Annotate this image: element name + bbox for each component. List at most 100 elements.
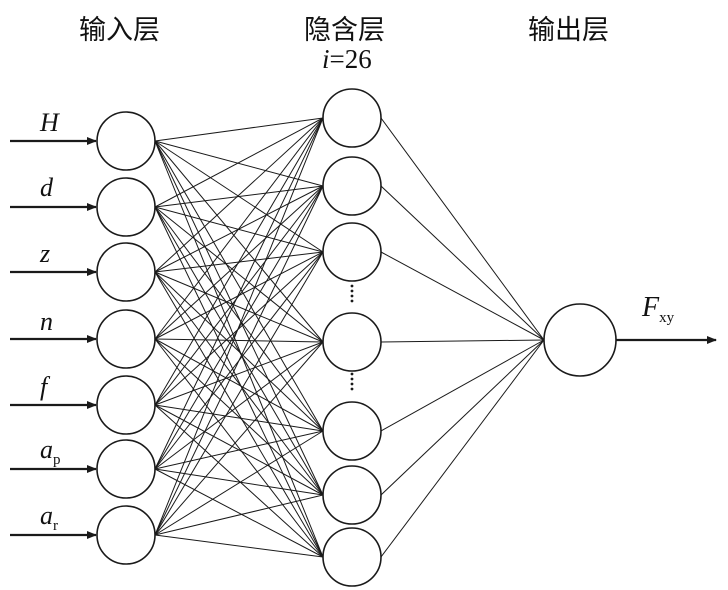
input-layer-title: 输入层 — [79, 15, 160, 46]
connection-input-7-hidden-4 — [154, 341, 324, 536]
connection-input-3-hidden-7 — [154, 271, 324, 558]
connection-input-5-hidden-5 — [154, 404, 324, 432]
connection-input-2-hidden-5 — [154, 206, 324, 432]
connection-input-6-hidden-1 — [154, 117, 324, 470]
connection-input-5-hidden-2 — [154, 185, 324, 406]
ellipsis-group — [350, 284, 354, 391]
input-label-6-subscript: p — [53, 452, 61, 468]
connection-input-4-hidden-2 — [154, 185, 324, 340]
connection-input-4-hidden-6 — [154, 338, 324, 496]
hidden-layer-title: 隐含层 — [304, 15, 385, 46]
connection-input-5-hidden-1 — [154, 117, 324, 406]
ellipsis-dot-1-3 — [350, 294, 354, 298]
ellipsis-dot-1-2 — [350, 289, 354, 293]
connection-input-1-hidden-2 — [154, 140, 324, 187]
hidden-neuron-7 — [322, 527, 382, 587]
output-label: Fxy — [641, 292, 675, 326]
input-label-1: H — [39, 108, 60, 137]
input-label-2: d — [40, 173, 54, 202]
input-label-5: f — [40, 372, 51, 401]
connection-input-6-hidden-6 — [154, 468, 324, 496]
input-label-1-base: H — [39, 108, 60, 137]
input-neuron-2 — [96, 177, 156, 237]
connection-hidden-7-output — [380, 339, 545, 558]
input-label-4: n — [40, 307, 53, 336]
connection-input-2-hidden-1 — [154, 117, 324, 208]
input-label-7-base: a — [40, 501, 53, 530]
connection-input-6-hidden-4 — [154, 341, 324, 470]
connection-input-5-hidden-4 — [154, 341, 324, 406]
connection-input-2-hidden-4 — [154, 206, 324, 343]
connection-input-4-hidden-7 — [154, 338, 324, 558]
hidden-neuron-1 — [322, 88, 382, 148]
connection-hidden-1-output — [380, 117, 545, 341]
connection-input-1-hidden-1 — [154, 117, 324, 142]
hidden-neuron-6 — [322, 465, 382, 525]
input-label-3-base: z — [39, 239, 50, 268]
connection-input-5-hidden-3 — [154, 251, 324, 406]
output-label-subscript: xy — [659, 310, 675, 326]
nodes — [96, 88, 617, 587]
connection-input-6-hidden-5 — [154, 430, 324, 470]
connection-input-2-hidden-7 — [154, 206, 324, 558]
input-label-5-base: f — [40, 372, 51, 401]
input-neuron-7 — [96, 505, 156, 565]
connection-input-4-hidden-4 — [154, 338, 324, 343]
output-neuron — [543, 303, 617, 377]
ellipsis-dot-1-1 — [350, 284, 354, 288]
connection-hidden-2-output — [380, 185, 545, 341]
input-label-6: ap — [40, 435, 61, 468]
hidden-neuron-4 — [322, 312, 382, 372]
connection-input-1-hidden-5 — [154, 140, 324, 432]
connection-input-7-hidden-6 — [154, 494, 324, 536]
connections — [154, 117, 545, 558]
connection-input-4-hidden-5 — [154, 338, 324, 432]
connection-input-3-hidden-4 — [154, 271, 324, 343]
output-label-base: F — [641, 292, 660, 323]
connection-hidden-5-output — [380, 339, 545, 432]
hidden-count-variable: i — [322, 44, 330, 74]
input-label-6-base: a — [40, 435, 53, 464]
hidden-neuron-2 — [322, 156, 382, 216]
input-label-4-base: n — [40, 307, 53, 336]
hidden-neuron-3 — [322, 222, 382, 282]
input-label-3: z — [39, 239, 50, 268]
input-neuron-4 — [96, 309, 156, 369]
hidden-count-value: =26 — [329, 44, 372, 74]
connection-input-1-hidden-7 — [154, 140, 324, 558]
input-neuron-5 — [96, 375, 156, 435]
connection-input-7-hidden-5 — [154, 430, 324, 536]
hidden-neuron-count: i=26 — [322, 44, 372, 75]
connection-input-7-hidden-1 — [154, 117, 324, 536]
arrows — [10, 137, 717, 539]
ellipsis-dot-2-4 — [350, 387, 354, 391]
hidden-neuron-5 — [322, 401, 382, 461]
connection-input-1-hidden-4 — [154, 140, 324, 343]
connection-input-3-hidden-1 — [154, 117, 324, 273]
input-neuron-3 — [96, 242, 156, 302]
connection-input-2-hidden-2 — [154, 185, 324, 208]
input-label-2-base: d — [40, 173, 54, 202]
connection-hidden-4-output — [380, 339, 545, 343]
connection-input-1-hidden-6 — [154, 140, 324, 496]
ellipsis-dot-2-1 — [350, 372, 354, 376]
input-neuron-6 — [96, 439, 156, 499]
connection-input-7-hidden-3 — [154, 251, 324, 536]
input-neuron-1 — [96, 111, 156, 171]
connection-input-5-hidden-7 — [154, 404, 324, 558]
ellipsis-dot-2-2 — [350, 377, 354, 381]
input-label-7-subscript: r — [53, 518, 58, 534]
output-layer-title: 输出层 — [528, 15, 609, 46]
connection-hidden-3-output — [380, 251, 545, 341]
connection-hidden-6-output — [380, 339, 545, 496]
connection-input-7-hidden-7 — [154, 534, 324, 558]
connection-input-3-hidden-5 — [154, 271, 324, 432]
connection-input-6-hidden-7 — [154, 468, 324, 558]
ellipsis-dot-1-4 — [350, 299, 354, 303]
connection-input-7-hidden-2 — [154, 185, 324, 536]
connection-input-3-hidden-6 — [154, 271, 324, 496]
input-label-7: ar — [40, 501, 58, 534]
